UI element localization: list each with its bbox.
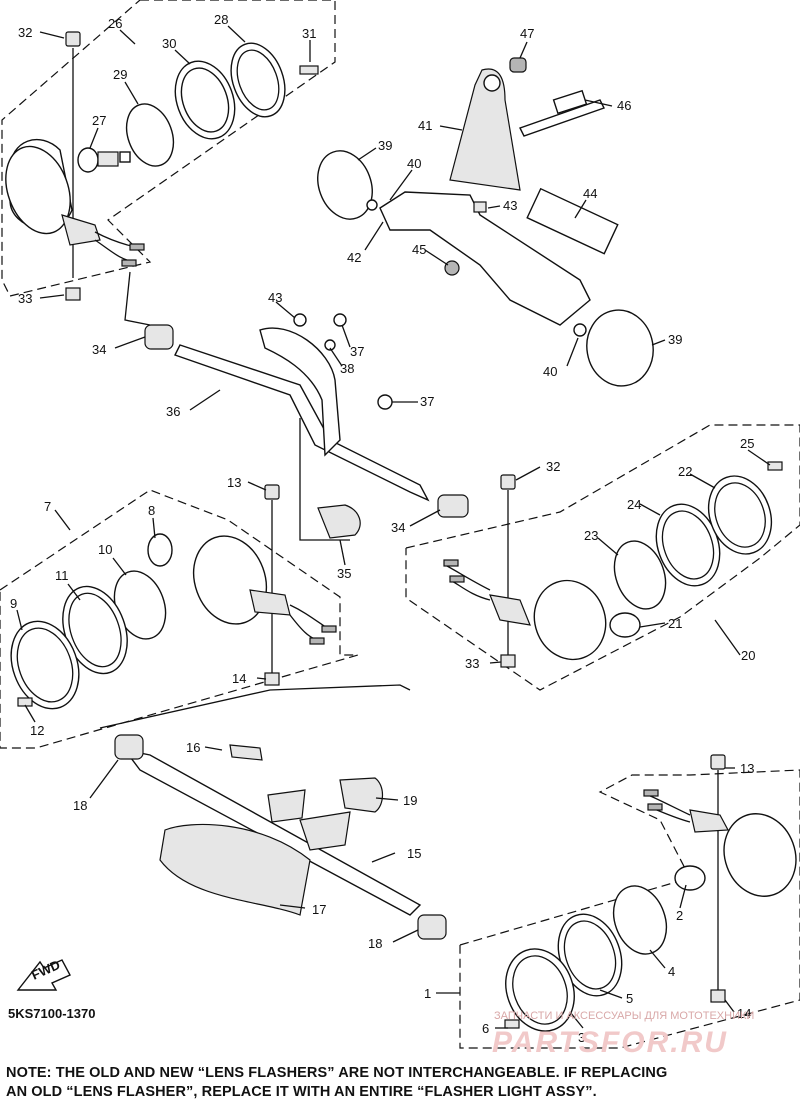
- callout-5: 5: [626, 991, 633, 1006]
- callout-6: 6: [482, 1021, 489, 1036]
- callout-37a: 37: [350, 344, 364, 359]
- callout-46: 46: [617, 98, 631, 113]
- callout-25: 25: [740, 436, 754, 451]
- callout-29: 29: [113, 67, 127, 82]
- rear-flasher-stay: [114, 734, 447, 940]
- callout-44: 44: [583, 186, 597, 201]
- callout-2: 2: [676, 908, 683, 923]
- callout-22: 22: [678, 464, 692, 479]
- leader-route-a: [124, 271, 151, 326]
- flasher-assembly-1: [504, 754, 797, 1032]
- callout-10: 10: [98, 542, 112, 557]
- callout-30: 30: [162, 36, 176, 51]
- callout-12: 12: [30, 723, 44, 738]
- callout-34b: 34: [391, 520, 405, 535]
- callout-32a: 32: [18, 25, 32, 40]
- callout-15: 15: [407, 846, 421, 861]
- callout-38: 38: [340, 361, 354, 376]
- callout-28: 28: [214, 12, 228, 27]
- callout-43a: 43: [503, 198, 517, 213]
- callout-1: 1: [424, 986, 431, 1001]
- flasher-assembly-26: [5, 31, 319, 301]
- callout-43b: 43: [268, 290, 282, 305]
- callout-7: 7: [44, 499, 51, 514]
- callout-27: 27: [92, 113, 106, 128]
- fwd-arrow-icon: FWD: [16, 957, 71, 991]
- callout-labels: 32 26 28 30 31 29 27 33 47 46 41 39 40 4…: [10, 12, 755, 1045]
- note-line-1: NOTE: THE OLD AND NEW “LENS FLASHERS” AR…: [6, 1065, 668, 1081]
- callout-45: 45: [412, 242, 426, 257]
- assembly-outline-7: [0, 489, 359, 749]
- callout-26: 26: [108, 16, 122, 31]
- callout-4: 4: [668, 964, 675, 979]
- callout-9: 9: [10, 596, 17, 611]
- callout-33a: 33: [18, 291, 32, 306]
- leader-route-c: [99, 684, 411, 729]
- callout-14b: 14: [737, 1006, 751, 1021]
- interchangeability-note: NOTE: THE OLD AND NEW “LENS FLASHERS” AR…: [6, 1064, 796, 1102]
- callout-8: 8: [148, 503, 155, 518]
- note-line-2: AN OLD “LENS FLASHER”, REPLACE IT WITH A…: [6, 1084, 597, 1100]
- callout-33b: 33: [465, 656, 479, 671]
- callout-13b: 13: [740, 761, 754, 776]
- callout-21: 21: [668, 616, 682, 631]
- callout-40b: 40: [543, 364, 557, 379]
- front-flasher-stay: [144, 313, 469, 539]
- callout-16: 16: [186, 740, 200, 755]
- assembly-outline-20: [405, 424, 800, 691]
- callout-11: 11: [55, 568, 69, 583]
- callout-37b: 37: [420, 394, 434, 409]
- callout-31: 31: [302, 26, 316, 41]
- callout-39b: 39: [668, 332, 682, 347]
- callout-41: 41: [418, 118, 432, 133]
- flasher-assembly-20: [443, 461, 783, 668]
- callout-18a: 18: [73, 798, 87, 813]
- callout-14a: 14: [232, 671, 246, 686]
- assembly-outline-26: [1, 0, 336, 297]
- watermark-brand-logo: PARTSFOR.RU: [492, 1026, 728, 1059]
- callout-36: 36: [166, 404, 180, 419]
- callout-3: 3: [578, 1030, 585, 1045]
- callout-42: 42: [347, 250, 361, 265]
- callout-24: 24: [627, 497, 641, 512]
- callout-47: 47: [520, 26, 534, 41]
- rear-bracket-assembly: [317, 57, 654, 387]
- callout-leaders: [16, 25, 771, 1029]
- callout-18b: 18: [368, 936, 382, 951]
- diagram-code: 5KS7100-1370: [8, 1006, 96, 1021]
- leader-route-b: [299, 418, 350, 541]
- callout-20: 20: [741, 648, 755, 663]
- callout-17: 17: [312, 902, 326, 917]
- callout-23: 23: [584, 528, 598, 543]
- callout-40a: 40: [407, 156, 421, 171]
- callout-19: 19: [403, 793, 417, 808]
- flasher-assembly-7: [10, 484, 337, 710]
- callout-39a: 39: [378, 138, 392, 153]
- callout-35: 35: [337, 566, 351, 581]
- callout-32b: 32: [546, 459, 560, 474]
- assembly-outline-1: [459, 769, 800, 1049]
- watermark-tagline: ЗАПЧАСТИ И АКСЕССУАРЫ ДЛЯ МОТОТЕХНИКИ: [494, 1010, 755, 1022]
- callout-34a: 34: [92, 342, 106, 357]
- callout-13a: 13: [227, 475, 241, 490]
